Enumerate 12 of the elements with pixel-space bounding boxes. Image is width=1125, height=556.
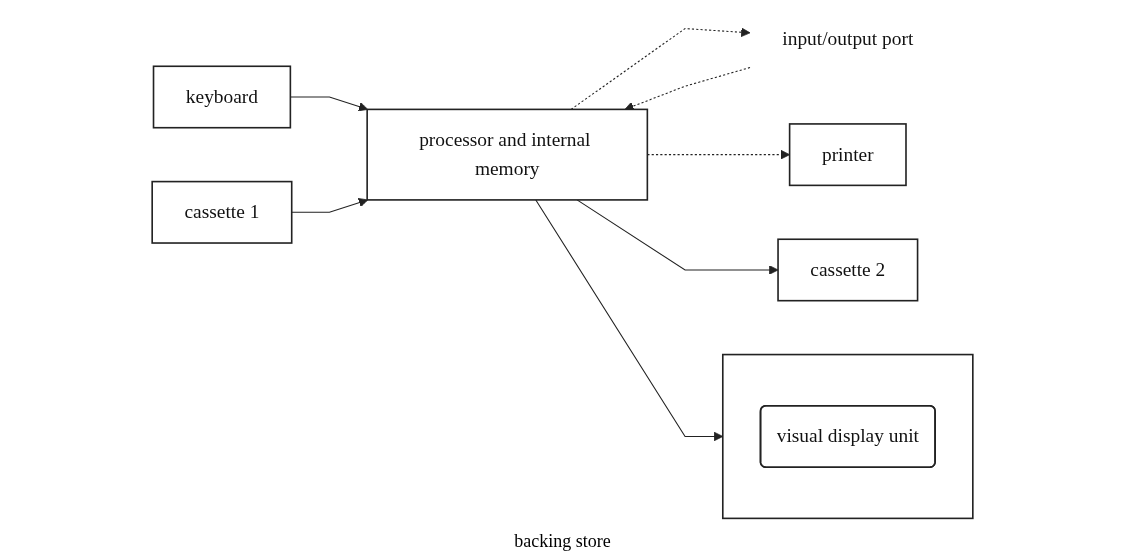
arrow bbox=[291, 198, 369, 213]
note-label: backing store bbox=[514, 531, 611, 552]
node-text: input/output port bbox=[782, 28, 914, 50]
node-box: keyboard bbox=[152, 65, 292, 129]
node-box: cassette 1 bbox=[151, 180, 293, 244]
arrow bbox=[570, 27, 751, 110]
node-box: cassette 2 bbox=[777, 238, 919, 302]
arrow bbox=[576, 199, 779, 275]
cluster bbox=[722, 353, 974, 520]
node-box: processor and internal memory bbox=[366, 108, 649, 201]
arrow bbox=[624, 66, 751, 111]
node-box: printer bbox=[788, 123, 907, 187]
